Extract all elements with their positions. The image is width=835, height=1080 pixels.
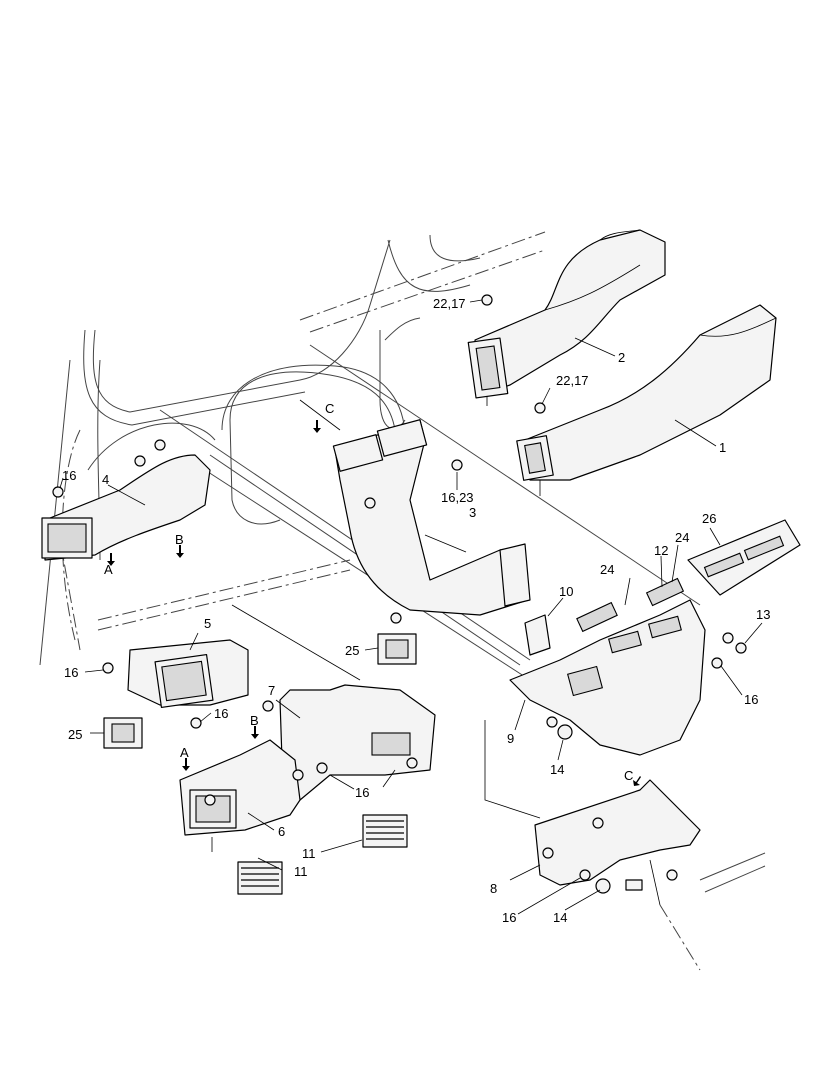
view-marker-c-lower: C [624,768,633,783]
callout-10: 10 [559,584,573,599]
view-arrows [107,420,641,786]
callout-16-c: 16 [214,706,228,721]
callout-3: 3 [469,505,476,520]
view-marker-a-upper: A [104,562,113,577]
duct-part-3 [332,419,531,616]
view-marker-a-lower: A [180,745,189,760]
callout-16-f: 16 [502,910,516,925]
trim-part-26 [687,519,801,596]
callout-22-17-lower: 22,17 [556,373,589,388]
callout-1: 1 [719,440,726,455]
leader-lines [59,299,763,915]
callout-24-left: 24 [600,562,614,577]
callout-8: 8 [490,881,497,896]
duct-part-1 [516,304,777,481]
vent-part-10 [524,614,551,656]
callout-14-lower: 14 [553,910,567,925]
callout-16-d: 16 [355,785,369,800]
callout-7: 7 [268,683,275,698]
callout-6: 6 [278,824,285,839]
callout-2: 2 [618,350,625,365]
callout-16-a: 16 [62,468,76,483]
callout-25-upper: 25 [345,643,359,658]
panel-part-6 [179,739,301,836]
callout-14-upper: 14 [550,762,564,777]
callout-16-b: 16 [64,665,78,680]
duct-part-2 [467,229,666,399]
floor-strip [625,852,766,971]
callout-22-17-upper: 22,17 [433,296,466,311]
callout-24-right: 24 [675,530,689,545]
callout-4: 4 [102,472,109,487]
duct-part-4 [41,454,211,561]
fasteners [52,294,747,894]
view-marker-b-upper: B [175,532,184,547]
callout-11-upper: 11 [302,846,316,861]
callout-labels: 1 2 3 4 5 6 7 8 9 10 11 11 12 13 14 14 1… [62,296,770,925]
callout-11-lower: 11 [294,864,308,879]
filter-parts-11 [237,814,408,895]
callout-25-lower: 25 [68,727,82,742]
view-marker-b-lower: B [250,713,259,728]
callout-12: 12 [654,543,668,558]
console-part-9 [509,599,706,756]
callout-13: 13 [756,607,770,622]
duct-part-5 [127,639,249,708]
view-marker-c-upper: C [325,401,334,416]
callout-26: 26 [702,511,716,526]
panel-part-7 [279,684,436,801]
callout-5: 5 [204,616,211,631]
callout-9: 9 [507,731,514,746]
view-marker-labels: A A B B C C [104,401,633,783]
panel-part-8 [534,779,701,906]
bezel-parts-25 [103,633,417,749]
callout-16-23: 16,23 [441,490,474,505]
callout-16-e: 16 [744,692,758,707]
